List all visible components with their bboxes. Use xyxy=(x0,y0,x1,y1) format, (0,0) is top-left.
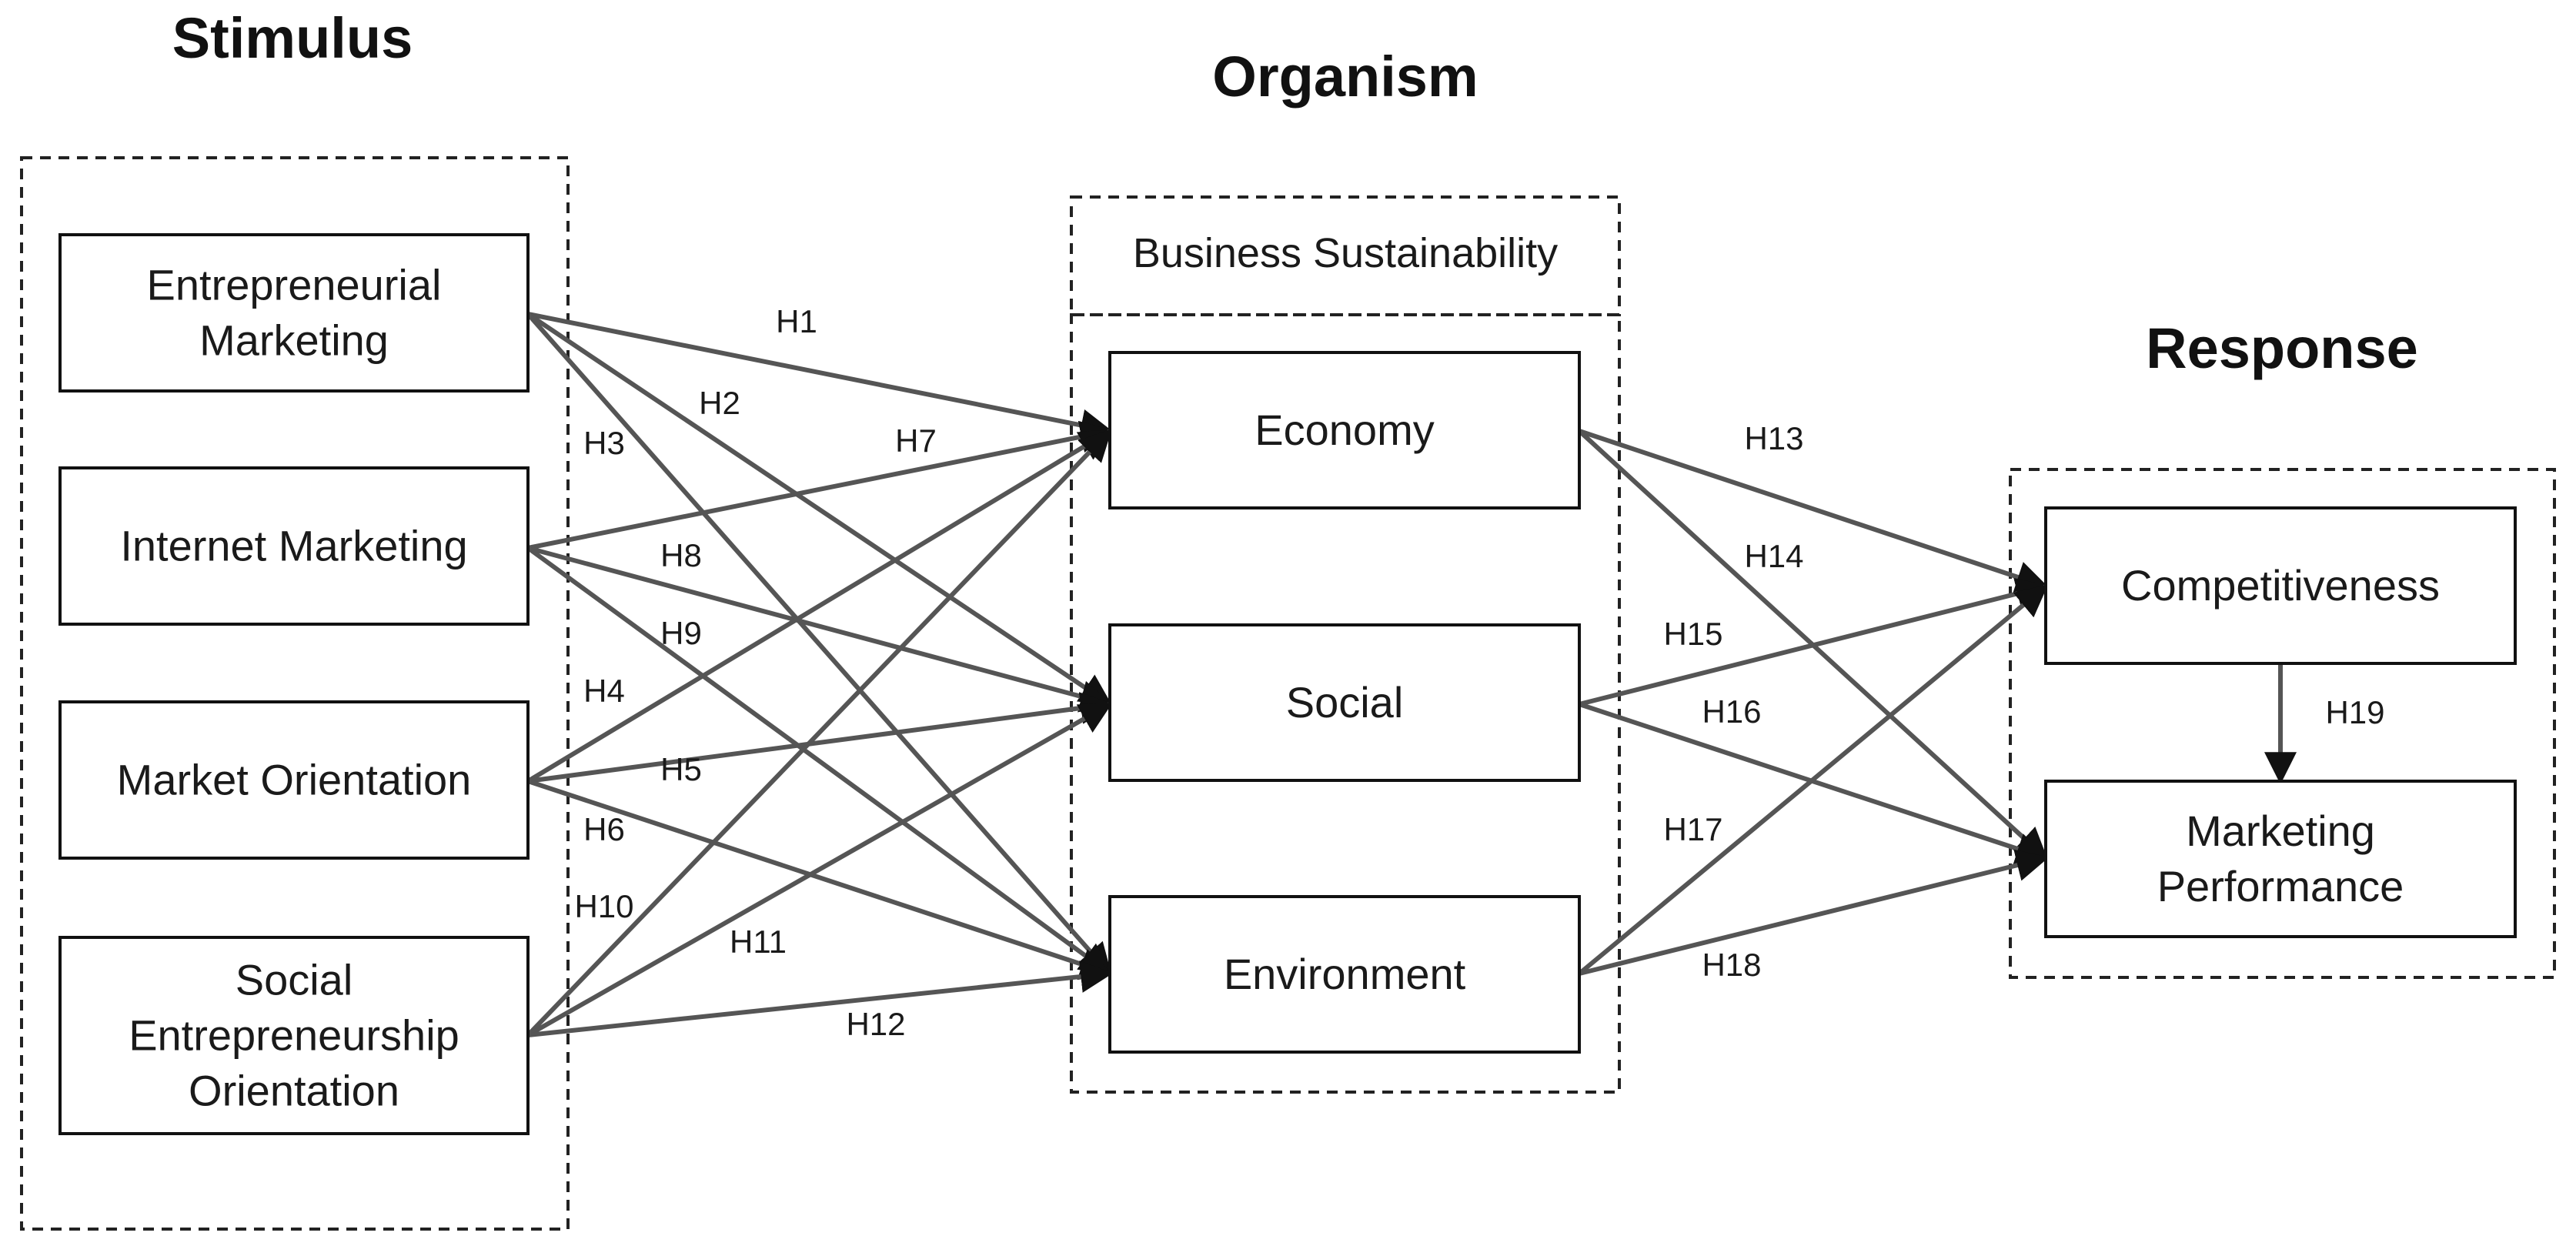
construct-economy: Economy xyxy=(1108,351,1581,509)
stimulus-title: Stimulus xyxy=(172,6,413,70)
construct-competitiveness: Competitiveness xyxy=(2044,506,2517,665)
construct-box-social-entrepreneurship-orientation xyxy=(58,936,530,1135)
hypothesis-label-h13: H13 xyxy=(1744,420,1803,456)
path-h6-arrow xyxy=(527,779,1113,980)
path-h10-arrow xyxy=(526,428,1112,1037)
construct-label-social-entrepreneurship-orientation: Orientation xyxy=(189,1067,399,1115)
hypothesis-label-h1: H1 xyxy=(776,303,817,339)
construct-label-marketing-performance: Performance xyxy=(2157,862,2404,910)
response-group-frame xyxy=(2009,468,2556,979)
hypothesis-label-h7: H7 xyxy=(895,423,937,459)
path-h7-arrow xyxy=(527,420,1114,550)
path-h17-arrow xyxy=(1578,584,2049,976)
construct-box-social xyxy=(1108,623,1581,782)
path-h12-arrow xyxy=(527,960,1114,1037)
hypothesis-label-h18: H18 xyxy=(1702,947,1761,983)
construct-label-economy: Economy xyxy=(1255,406,1434,454)
hypothesis-label-h17: H17 xyxy=(1663,811,1722,847)
construct-box-competitiveness xyxy=(2044,506,2517,665)
hypothesis-label-h16: H16 xyxy=(1702,693,1761,730)
construct-social: Social xyxy=(1108,623,1581,782)
stimulus-group-frame xyxy=(20,156,570,1231)
hypothesis-label-h2: H2 xyxy=(699,385,740,421)
construct-box-marketing-performance xyxy=(2044,780,2517,938)
construct-box-entrepreneurial-marketing xyxy=(58,233,530,393)
hypothesis-label-h12: H12 xyxy=(846,1006,905,1042)
construct-environment: Environment xyxy=(1108,895,1581,1054)
hypothesis-label-h9: H9 xyxy=(660,615,702,651)
hypothesis-label-h19: H19 xyxy=(2325,694,2384,730)
construct-box-economy xyxy=(1108,351,1581,509)
construct-label-competitiveness: Competitiveness xyxy=(2121,561,2440,610)
hypothesis-label-h11: H11 xyxy=(730,924,787,960)
hypothesis-label-h8: H8 xyxy=(660,537,702,573)
organism-group-frame xyxy=(1070,313,1621,1094)
hypothesis-label-h4: H4 xyxy=(583,673,625,709)
organism-title: Organism xyxy=(1212,45,1478,109)
path-h3-arrow xyxy=(526,312,1112,977)
construct-label-marketing-performance: Marketing xyxy=(2186,807,2375,855)
construct-box-environment xyxy=(1108,895,1581,1054)
path-h4-arrow xyxy=(526,429,1113,783)
construct-label-internet-marketing: Internet Marketing xyxy=(120,522,467,570)
path-h13-arrow xyxy=(1579,429,2049,593)
construct-label-social-entrepreneurship-orientation: Entrepreneurship xyxy=(129,1011,459,1060)
hypothesis-label-h14: H14 xyxy=(1744,538,1803,574)
path-h8-arrow xyxy=(527,546,1114,713)
construct-label-market-orientation: Market Orientation xyxy=(117,756,472,804)
path-h15-arrow xyxy=(1579,577,2050,707)
construct-label-environment: Environment xyxy=(1224,950,1466,998)
hypothesis-label-h3: H3 xyxy=(583,425,625,461)
construct-internet-marketing: Internet Marketing xyxy=(58,466,530,626)
hypothesis-label-h5: H5 xyxy=(660,751,702,787)
construct-market-orientation: Market Orientation xyxy=(58,700,530,860)
construct-label-entrepreneurial-marketing: Marketing xyxy=(199,316,389,365)
construct-label-entrepreneurial-marketing: Entrepreneurial xyxy=(147,261,442,309)
path-h2-arrow xyxy=(526,312,1113,707)
response-title: Response xyxy=(2146,316,2418,380)
construct-label-social-entrepreneurship-orientation: Social xyxy=(236,956,353,1004)
construct-box-internet-marketing xyxy=(58,466,530,626)
path-h9-arrow xyxy=(526,546,1113,976)
construct-label-social: Social xyxy=(1286,678,1404,727)
business-sustainability-label: Business Sustainability xyxy=(1133,230,1558,276)
construct-box-market-orientation xyxy=(58,700,530,860)
hypothesis-label-h15: H15 xyxy=(1663,616,1722,652)
path-h18-arrow xyxy=(1579,849,2050,976)
path-h11-arrow xyxy=(526,702,1113,1037)
hypothesis-paths xyxy=(526,312,2297,1037)
path-h1-arrow xyxy=(527,312,1114,442)
hypothesis-label-h10: H10 xyxy=(574,888,633,924)
hypothesis-label-h6: H6 xyxy=(583,811,625,847)
path-h5-arrow xyxy=(527,692,1114,783)
